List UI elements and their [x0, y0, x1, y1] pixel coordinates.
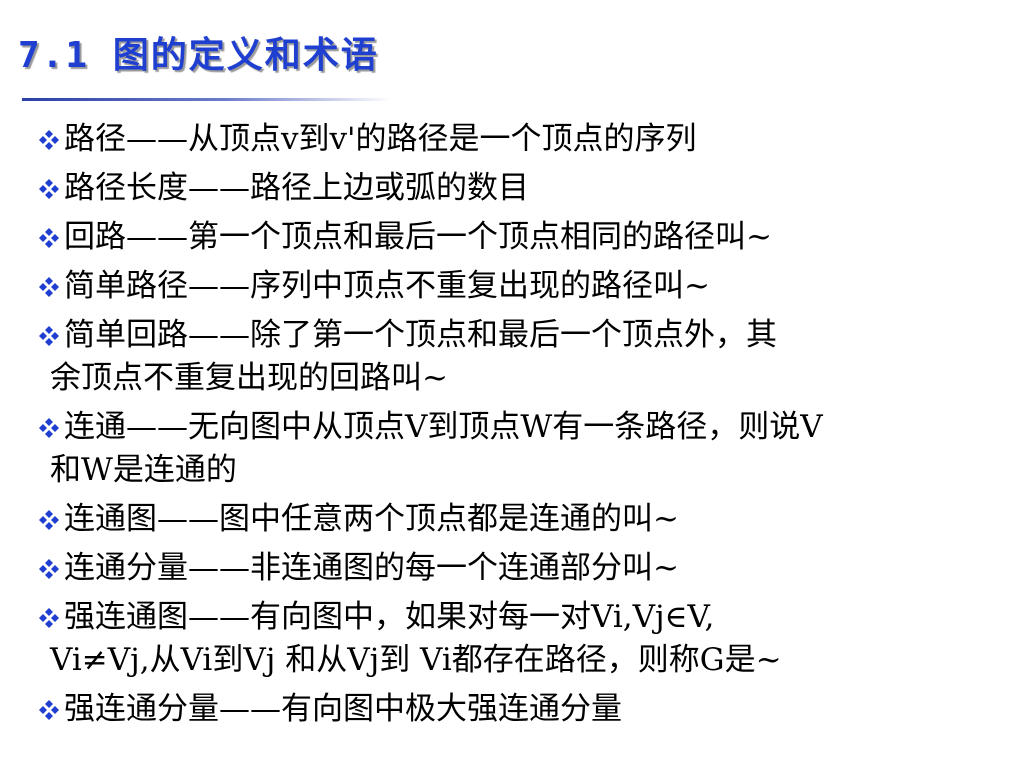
title-underline	[22, 98, 392, 101]
item-text: 路径——从顶点v到v'的路径是一个顶点的序列	[64, 121, 697, 157]
list-item: 连通——无向图中从顶点V到顶点W有一条路径，则说V 和W是连通的	[38, 406, 1018, 492]
item-text: 路径长度——路径上边或弧的数目	[64, 170, 529, 206]
list-item: 路径——从顶点v到v'的路径是一个顶点的序列	[38, 118, 1018, 161]
list-item: 连通图——图中任意两个顶点都是连通的叫~	[38, 498, 1018, 541]
slide-title: 7.1 图的定义和术语	[18, 35, 379, 76]
definition-list: 路径——从顶点v到v'的路径是一个顶点的序列 路径长度——路径上边或弧的数目 回…	[38, 118, 1018, 737]
item-text: 强连通图——有向图中，如果对每一对Vi,Vj∈V,	[64, 599, 715, 635]
four-diamond-bullet-icon	[39, 559, 59, 579]
four-diamond-bullet-icon	[39, 130, 59, 150]
item-text: 回路——第一个顶点和最后一个顶点相同的路径叫~	[64, 219, 772, 255]
four-diamond-bullet-icon	[39, 179, 59, 199]
item-text: 连通图——图中任意两个顶点都是连通的叫~	[64, 501, 679, 537]
list-item: 回路——第一个顶点和最后一个顶点相同的路径叫~	[38, 216, 1018, 259]
item-text: 简单路径——序列中顶点不重复出现的路径叫~	[64, 268, 710, 304]
list-item: 简单回路——除了第一个顶点和最后一个顶点外，其 余顶点不重复出现的回路叫~	[38, 314, 1018, 400]
item-text-continuation: 和W是连通的	[50, 452, 237, 488]
list-item: 简单路径——序列中顶点不重复出现的路径叫~	[38, 265, 1018, 308]
four-diamond-bullet-icon	[39, 326, 59, 346]
list-item: 连通分量——非连通图的每一个连通部分叫~	[38, 547, 1018, 590]
four-diamond-bullet-icon	[39, 418, 59, 438]
four-diamond-bullet-icon	[39, 228, 59, 248]
four-diamond-bullet-icon	[39, 510, 59, 530]
four-diamond-bullet-icon	[39, 277, 59, 297]
four-diamond-bullet-icon	[39, 608, 59, 628]
item-text-continuation: 余顶点不重复出现的回路叫~	[50, 360, 448, 396]
list-item: 强连通分量——有向图中极大强连通分量	[38, 688, 1018, 731]
item-text-continuation: Vi≠Vj,从Vi到Vj 和从Vj到 Vi都存在路径，则称G是~	[50, 642, 782, 678]
item-text: 连通分量——非连通图的每一个连通部分叫~	[64, 550, 679, 586]
list-item: 路径长度——路径上边或弧的数目	[38, 167, 1018, 210]
item-text: 强连通分量——有向图中极大强连通分量	[64, 691, 622, 727]
list-item: 强连通图——有向图中，如果对每一对Vi,Vj∈V, Vi≠Vj,从Vi到Vj 和…	[38, 596, 1018, 682]
four-diamond-bullet-icon	[39, 700, 59, 720]
item-text: 连通——无向图中从顶点V到顶点W有一条路径，则说V	[64, 409, 823, 445]
item-text: 简单回路——除了第一个顶点和最后一个顶点外，其	[64, 317, 777, 353]
